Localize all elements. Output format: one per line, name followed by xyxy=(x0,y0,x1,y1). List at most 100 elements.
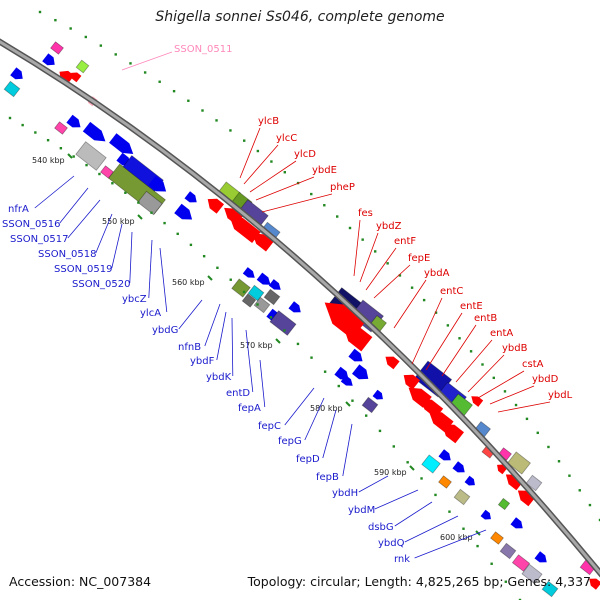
inner-tick-mark xyxy=(256,303,259,306)
gene-block xyxy=(75,59,90,74)
gene-leader-line xyxy=(34,175,75,209)
gene-arrow xyxy=(385,356,400,370)
gene-arrow xyxy=(66,114,81,128)
gene-leader-line xyxy=(239,127,261,179)
inner-tick-mark xyxy=(21,123,24,127)
gene-block xyxy=(361,396,379,414)
gene-label-fepD: fepD xyxy=(296,454,320,465)
gene-label-fepB: fepB xyxy=(316,472,339,483)
gene-label-SSON_0516: SSON_0516 xyxy=(2,219,61,230)
gene-label-ybdZ: ybdZ xyxy=(376,221,402,232)
inner-tick-mark xyxy=(462,527,465,530)
gene-leader-line xyxy=(204,303,221,347)
kbp-tick-label: 540 kbp xyxy=(32,156,65,165)
outer-tick-mark xyxy=(588,503,592,507)
kbp-tick-label: 600 kbp xyxy=(440,533,473,542)
kbp-tick-label: 590 kbp xyxy=(374,468,407,477)
kbp-tick-mark xyxy=(409,465,415,471)
gene-arrow xyxy=(288,301,301,313)
gene-block xyxy=(263,288,281,306)
gene-label-ylcD: ylcD xyxy=(294,149,316,160)
gene-leader-line xyxy=(373,264,411,299)
outer-tick-mark xyxy=(229,129,232,132)
kbp-tick-mark xyxy=(275,338,281,344)
outer-tick-mark xyxy=(557,460,561,463)
gene-arrow xyxy=(340,375,353,386)
inner-tick-mark xyxy=(269,316,273,319)
inner-tick-mark xyxy=(364,414,368,417)
gene-label-entF: entF xyxy=(394,236,416,247)
inner-tick-mark xyxy=(163,221,166,225)
inner-tick-mark xyxy=(229,278,232,281)
outer-tick-mark xyxy=(514,403,518,407)
gene-label-fepE: fepE xyxy=(408,253,430,264)
gene-block xyxy=(100,165,114,179)
gene-arrow xyxy=(207,198,224,214)
outer-tick-mark xyxy=(348,226,352,230)
inner-tick-mark xyxy=(392,445,395,448)
outer-tick-mark xyxy=(215,119,218,122)
gene-leader-line xyxy=(467,354,505,393)
gene-arrow xyxy=(352,364,369,380)
gene-label-ybcZ: ybcZ xyxy=(122,294,147,305)
gene-label-ybdG: ybdG xyxy=(152,325,178,336)
gene-block xyxy=(511,554,531,572)
gene-label-entA: entA xyxy=(490,328,513,339)
outer-tick-mark xyxy=(283,171,287,174)
gene-leader-line xyxy=(249,160,297,193)
inner-tick-mark xyxy=(124,191,127,194)
gene-label-ylcB: ylcB xyxy=(258,116,279,127)
gene-leader-line xyxy=(411,297,443,365)
gene-leader-line xyxy=(374,489,419,510)
kbp-tick-mark xyxy=(207,275,213,281)
gene-block xyxy=(231,278,251,298)
gene-leader-line xyxy=(304,397,325,441)
gene-leader-line xyxy=(353,219,361,277)
inner-tick-mark xyxy=(518,598,522,600)
outer-tick-mark xyxy=(398,274,402,277)
gene-label-ybdD: ybdD xyxy=(532,374,559,385)
gene-leader-line xyxy=(455,339,493,383)
gene-arrow xyxy=(109,133,134,155)
inner-tick-mark xyxy=(283,329,286,332)
gene-arrow xyxy=(534,551,547,563)
gene-label-cstA: cstA xyxy=(522,359,544,370)
gene-leader-line xyxy=(178,299,203,330)
gene-leader-line xyxy=(111,223,123,269)
inner-tick-mark xyxy=(216,266,219,270)
gene-leader-line xyxy=(121,51,173,71)
gene-label-entE: entE xyxy=(460,301,483,312)
gene-block xyxy=(438,475,452,489)
gene-label-ylcA: ylcA xyxy=(140,308,161,319)
inner-tick-mark xyxy=(202,254,206,258)
gene-block xyxy=(247,284,265,302)
gene-block xyxy=(497,497,511,511)
inner-tick-mark xyxy=(420,477,423,480)
inner-tick-mark xyxy=(46,139,50,142)
inner-tick-mark xyxy=(98,172,101,176)
inner-tick-mark xyxy=(476,544,479,548)
outer-tick-mark xyxy=(201,109,204,112)
gene-label-ybdK: ybdK xyxy=(206,372,232,383)
gene-label-SSON_0519: SSON_0519 xyxy=(54,264,113,275)
gene-label-ylcC: ylcC xyxy=(276,133,297,144)
outer-tick-mark xyxy=(114,53,117,56)
gene-arrow xyxy=(348,348,363,362)
gene-arrow xyxy=(148,175,167,192)
gene-label-ybdM: ybdM xyxy=(348,505,375,516)
gene-arrow xyxy=(452,461,465,473)
gene-leader-line xyxy=(358,475,389,493)
gene-arrow xyxy=(82,121,106,142)
inner-tick-mark xyxy=(337,384,340,388)
gene-leader-line xyxy=(245,329,254,393)
gene-block xyxy=(3,80,21,98)
inner-tick-mark xyxy=(59,147,63,150)
gene-leader-line xyxy=(255,176,315,201)
gene-arrow xyxy=(480,509,491,520)
gene-block xyxy=(507,451,531,475)
inner-tick-mark xyxy=(85,163,88,167)
gene-arrow xyxy=(256,272,271,285)
outer-tick-mark xyxy=(446,324,450,327)
outer-tick-mark xyxy=(481,363,484,366)
gene-leader-line xyxy=(477,370,525,399)
